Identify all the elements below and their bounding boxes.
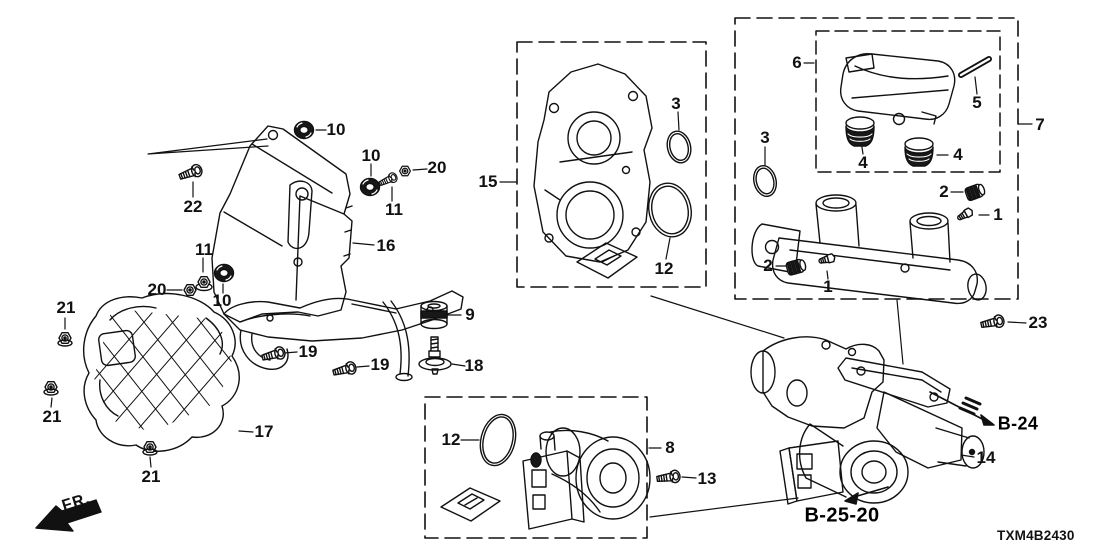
- dashed-box-6: [815, 30, 1001, 173]
- callout-17: 17: [254, 422, 274, 441]
- bolt-22-drawing: [177, 162, 205, 184]
- dashed-box-7: [734, 17, 1019, 300]
- ref-B-24: B-24: [997, 413, 1039, 434]
- b24-arrow: [929, 391, 995, 426]
- cover-17-drawing: [83, 292, 240, 452]
- nut-20-drawing: [398, 165, 412, 177]
- callout-3: 3: [760, 128, 770, 147]
- dashed-box-8: [424, 396, 648, 539]
- bolt-19-drawing: [331, 359, 358, 380]
- callout-12: 12: [654, 259, 674, 278]
- nut-20-drawing: [183, 284, 197, 296]
- grommet-10-drawing: [359, 177, 381, 197]
- callout-23: 23: [1028, 313, 1048, 332]
- clip-21-drawing: [142, 441, 158, 456]
- diagram-code: TXM4B2430: [997, 528, 1075, 543]
- callout-15: 15: [478, 172, 498, 191]
- bolt-13-drawing: [655, 468, 682, 486]
- callout-20: 20: [427, 158, 447, 177]
- solenoid-8-drawing: [522, 427, 651, 530]
- grommet-10-drawing: [213, 263, 235, 283]
- master-cylinder-drawing: [751, 194, 987, 305]
- tmu-assembly-14-drawing: [750, 336, 985, 505]
- grommet-2-drawing: [784, 257, 808, 277]
- callout-11: 11: [385, 200, 403, 219]
- callout-1: 1: [993, 205, 1003, 224]
- callout-2: 2: [763, 256, 773, 275]
- o-ring-3-drawing: [752, 165, 778, 197]
- bolt-19-drawing: [260, 344, 287, 365]
- grommet-2-drawing: [963, 181, 987, 202]
- callout-1: 1: [823, 277, 833, 296]
- callout-19: 19: [370, 355, 390, 374]
- bolt-11-drawing: [377, 170, 400, 189]
- callout-13: 13: [697, 469, 717, 488]
- o-ring-3-drawing: [666, 130, 692, 164]
- callout-10: 10: [361, 146, 381, 165]
- callout-10: 10: [212, 291, 232, 310]
- callout-16: 16: [376, 236, 396, 255]
- fr-arrow-icon: [35, 499, 102, 532]
- grommet-10-drawing: [293, 120, 315, 140]
- clip-21-drawing: [57, 332, 73, 347]
- ref-B-25-20: B-25-20: [804, 504, 880, 527]
- callout-9: 9: [465, 305, 475, 324]
- o-ring-12-drawing: [479, 413, 517, 467]
- nut-11-drawing: [195, 276, 213, 292]
- callout-21: 21: [42, 407, 62, 426]
- gasket-drawing: [440, 487, 501, 522]
- callout-6: 6: [792, 53, 802, 72]
- callout-5: 5: [972, 93, 982, 112]
- callout-4: 4: [953, 145, 963, 164]
- callout-19: 19: [298, 342, 318, 361]
- reservoir-6-drawing: [839, 53, 956, 126]
- callout-21: 21: [56, 298, 76, 317]
- callout-11: 11: [195, 240, 213, 259]
- stud-18-drawing: [418, 336, 452, 375]
- callout-2: 2: [939, 182, 949, 201]
- sensor-1-drawing: [955, 206, 975, 223]
- cap-4-drawing: [904, 137, 934, 167]
- gasket-drawing: [576, 242, 638, 279]
- callout-8: 8: [665, 438, 675, 457]
- callout-18: 18: [464, 356, 484, 375]
- callout-21: 21: [141, 467, 161, 486]
- callout-22: 22: [183, 197, 203, 216]
- housing-15-drawing: [533, 63, 653, 263]
- callout-3: 3: [671, 94, 681, 113]
- callout-20: 20: [147, 280, 167, 299]
- callout-4: 4: [858, 153, 868, 172]
- callout-7: 7: [1035, 115, 1045, 134]
- bushing-9-drawing: [420, 300, 448, 330]
- callout-10: 10: [326, 120, 346, 139]
- clip-21-drawing: [43, 381, 59, 396]
- bracket-16-drawing: [211, 125, 464, 382]
- callout-14: 14: [976, 448, 996, 467]
- callout-12: 12: [441, 430, 461, 449]
- o-ring-12-drawing: [648, 182, 692, 238]
- cap-4-drawing: [845, 116, 875, 147]
- bolt-23-drawing: [979, 313, 1006, 332]
- leader-lines: [50, 62, 1033, 518]
- sensor-1-drawing: [817, 252, 837, 266]
- dashed-box-15: [516, 41, 707, 288]
- rod-5-drawing: [958, 56, 992, 78]
